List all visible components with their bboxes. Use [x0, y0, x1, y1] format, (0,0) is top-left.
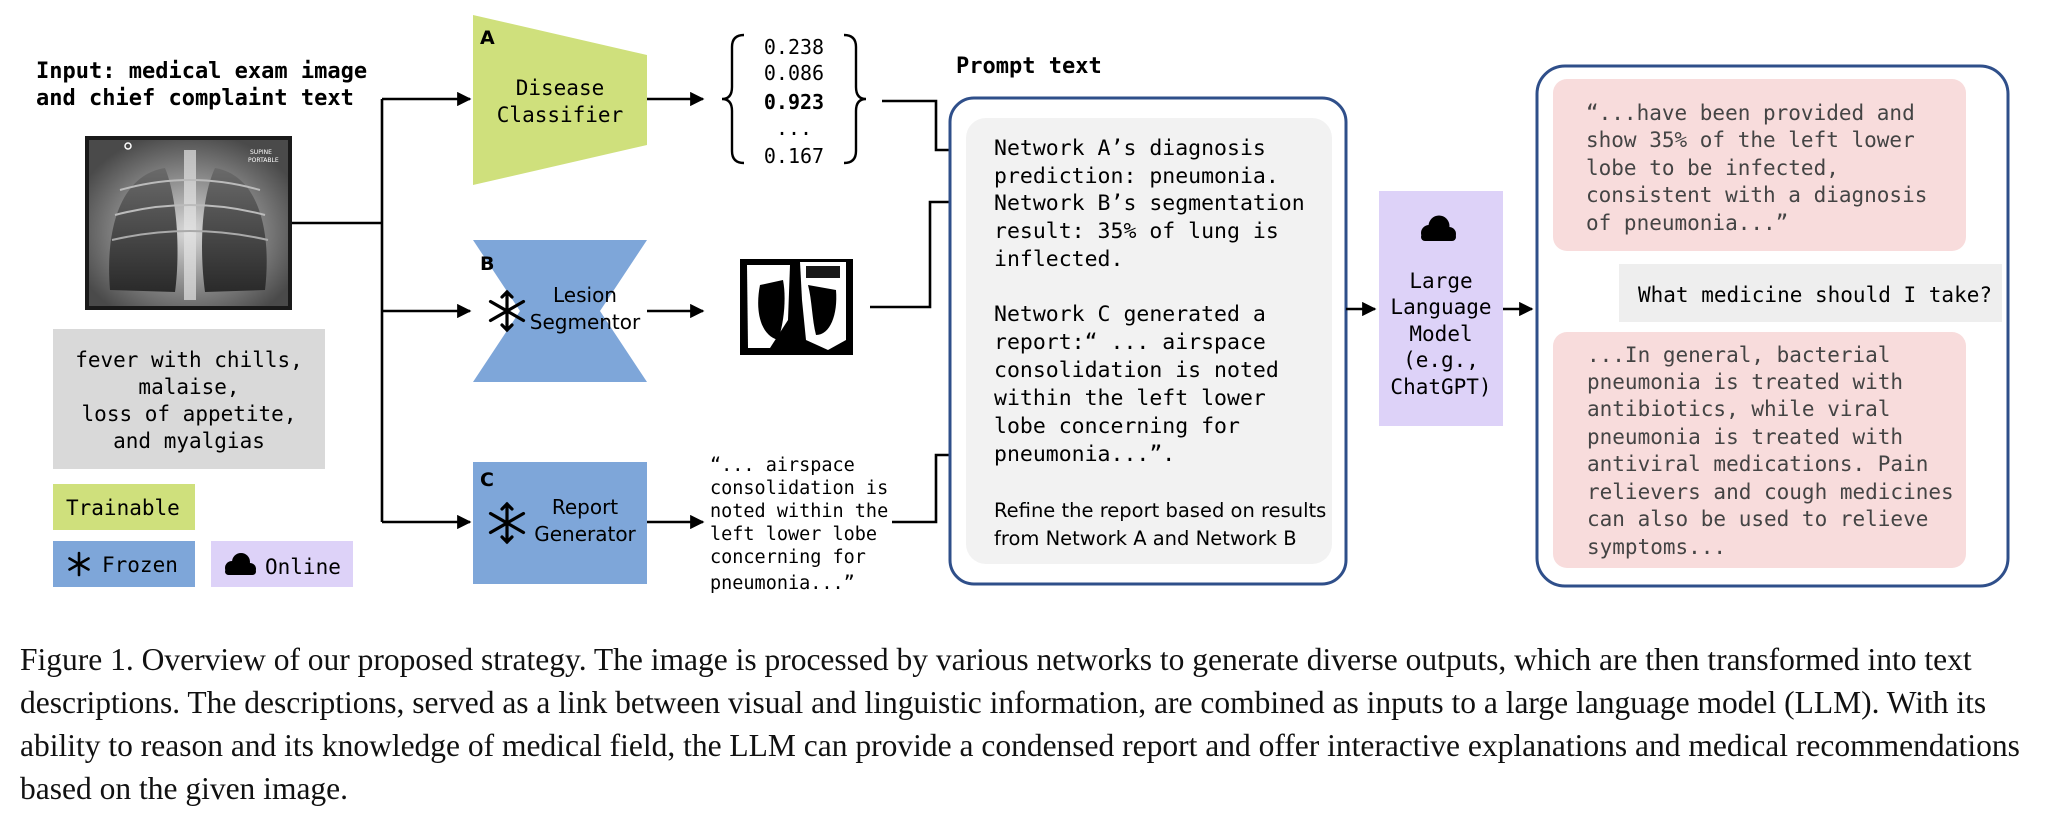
chat-reply2-line-2: pneumonia is treated with [1587, 370, 1903, 394]
xray-image: SUPINE PORTABLE [85, 136, 292, 310]
legend-frozen-label: Frozen [102, 553, 178, 577]
prompt-refine-line-2: from Network A and Network B [994, 527, 1297, 550]
cloud-icon [225, 553, 256, 575]
chat-question-text: What medicine should I take? [1638, 283, 1992, 307]
network-b-line2: Segmentor [530, 310, 641, 334]
chat-reply1-line-1: “...have been provided and [1586, 101, 1915, 125]
chat-reply2-line-7: can also be used to relieve [1587, 507, 1928, 531]
network-c-line1: Report [552, 495, 618, 519]
snowflake-icon [488, 501, 526, 545]
llm-line-4: (e.g., [1403, 348, 1479, 372]
network-a-disease-classifier [473, 15, 647, 185]
score-2: 0.086 [764, 61, 824, 85]
legend-trainable-swatch [53, 484, 195, 530]
snowflake-icon [68, 551, 90, 577]
prompt-b-line-2: result: 35% of lung is [994, 219, 1279, 244]
score-right-brace [843, 33, 867, 165]
network-b-letter: B [480, 253, 494, 275]
prompt-title: Prompt text [956, 54, 1102, 79]
score-5: 0.167 [764, 144, 824, 168]
prompt-b-line-1: Network B’s segmentation [994, 191, 1305, 216]
network-a-letter: A [480, 27, 495, 49]
prompt-refine-line-1: Refine the report based on results [994, 499, 1326, 522]
llm-line-2: Language [1390, 295, 1491, 319]
complaint-box [53, 329, 325, 469]
network-a-line2: Classifier [497, 103, 623, 127]
score-3: 0.923 [764, 90, 824, 114]
chat-question [1619, 264, 2002, 322]
prompt-a-line-1: Network A’s diagnosis [994, 136, 1266, 161]
report-quote-line-5: concerning for [710, 547, 866, 568]
complaint-line-1: fever with chills, [75, 348, 303, 372]
report-quote-line-1: “... airspace [710, 455, 855, 476]
chat-reply2-line-6: relievers and cough medicines [1587, 480, 1954, 504]
figure-caption: Figure 1. Overview of our proposed strat… [20, 642, 2020, 806]
chat-reply1-line-3: lobe to be infected, [1586, 156, 1839, 180]
chat-reply2-line-4: pneumonia is treated with [1587, 425, 1903, 449]
prompt-b-line-3: inflected. [994, 247, 1123, 272]
prompt-c-line-6: pneumonia...”. [994, 442, 1175, 467]
llm-line-1: Large [1409, 269, 1472, 293]
legend-trainable-label: Trainable [66, 496, 180, 520]
network-c-letter: C [480, 469, 494, 491]
input-title-line2: and chief complaint text [36, 86, 354, 111]
network-a-line1: Disease [516, 76, 605, 100]
report-quote-line-3: noted within the [710, 501, 888, 522]
chat-reply2-line-8: symptoms... [1587, 535, 1726, 559]
score-4: ... [776, 116, 812, 140]
segmentation-mask-image [740, 259, 853, 355]
network-b-lesion-segmentor [473, 240, 647, 382]
network-c-report-generator [473, 462, 647, 584]
report-quote-line-6: pneumonia...” [710, 573, 855, 594]
score-1: 0.238 [764, 35, 824, 59]
chat-reply2-line-1: ...In general, bacterial [1587, 343, 1890, 367]
chat-reply1-line-2: show 35% of the left lower [1586, 128, 1915, 152]
chat-reply-2 [1553, 332, 1966, 568]
network-b-line1: Lesion [553, 283, 617, 307]
cloud-icon [1421, 215, 1456, 241]
xray-tag-supine: SUPINE [250, 149, 272, 156]
input-title-line1: Input: medical exam image [36, 59, 367, 84]
chat-reply1-line-5: of pneumonia...” [1586, 211, 1788, 235]
report-quote-line-4: left lower lobe [710, 524, 877, 545]
complaint-line-2: malaise, [138, 375, 239, 399]
prompt-c-line-4: within the left lower [994, 386, 1266, 411]
score-left-brace [721, 33, 745, 165]
prompt-inner-box [966, 118, 1332, 564]
snowflake-icon [488, 289, 526, 333]
llm-line-5: ChatGPT) [1390, 375, 1491, 399]
complaint-line-3: loss of appetite, [82, 402, 297, 426]
chat-reply1-line-4: consistent with a diagnosis [1586, 183, 1927, 207]
pipeline-diagram: Input: medical exam image and chief comp… [36, 15, 2010, 594]
network-c-line2: Generator [534, 522, 636, 546]
llm-line-3: Model [1409, 322, 1472, 346]
prompt-c-line-3: consolidation is noted [994, 358, 1279, 383]
prompt-c-line-5: lobe concerning for [994, 414, 1240, 439]
report-quote-line-2: consolidation is [710, 478, 888, 499]
chat-reply2-line-3: antibiotics, while viral [1587, 397, 1890, 421]
prompt-c-line-1: Network C generated a [994, 302, 1266, 327]
prompt-a-line-2: prediction: pneumonia. [994, 164, 1279, 189]
prompt-c-line-2: report:“ ... airspace [994, 330, 1266, 355]
chat-reply-1 [1553, 79, 1966, 251]
legend-online-label: Online [265, 555, 341, 579]
complaint-line-4: and myalgias [113, 429, 265, 453]
xray-tag-portable: PORTABLE [248, 157, 279, 164]
chat-reply2-line-5: antiviral medications. Pain [1587, 452, 1928, 476]
